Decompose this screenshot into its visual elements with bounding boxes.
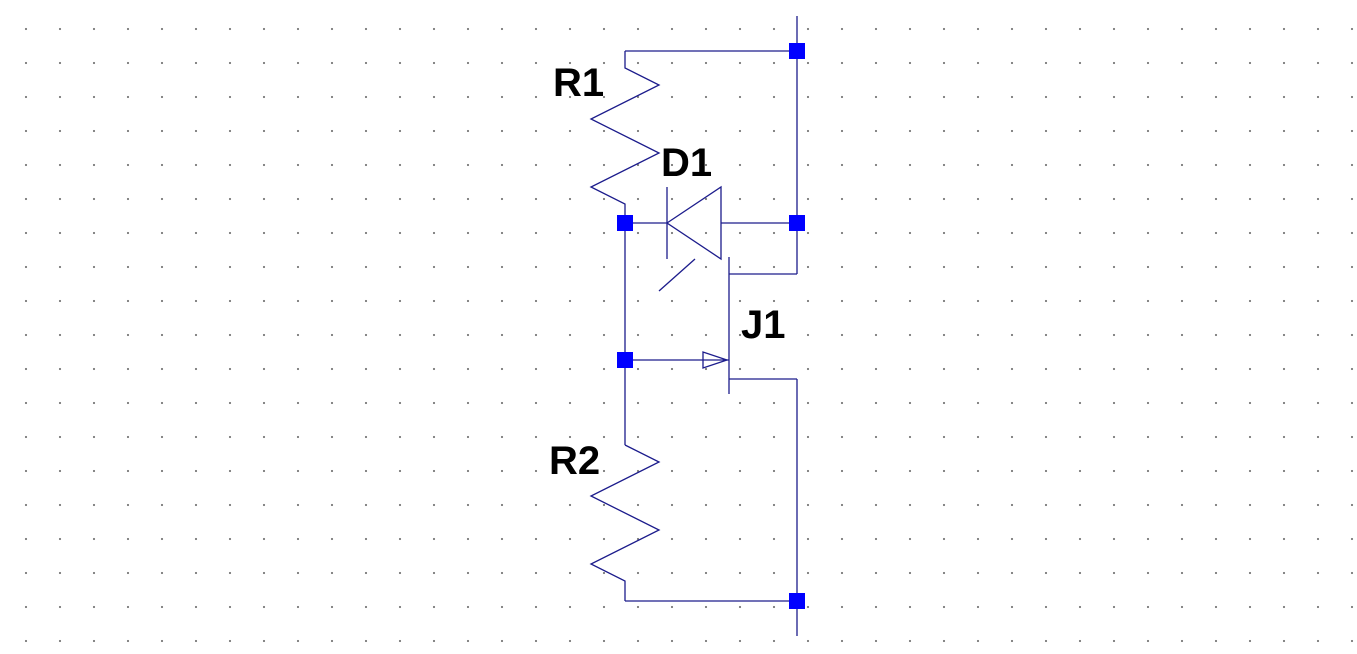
resistor-r1[interactable]: [589, 51, 661, 223]
node-top-right[interactable]: [789, 43, 805, 59]
jfet-j1[interactable]: [625, 257, 797, 394]
node-gate[interactable]: [617, 352, 633, 368]
jfet-j1-gate-arrow: [702, 351, 730, 369]
diode-d1-triangle: [665, 185, 722, 261]
label-r1[interactable]: R1: [553, 61, 604, 105]
diode-d1[interactable]: [658, 185, 722, 292]
node-bottom-right[interactable]: [789, 593, 805, 609]
resistor-r2[interactable]: [589, 444, 661, 601]
node-r1-bottom[interactable]: [617, 215, 633, 231]
node-d1-right[interactable]: [789, 215, 805, 231]
label-j1[interactable]: J1: [741, 303, 786, 347]
label-d1[interactable]: D1: [661, 141, 712, 185]
label-r2[interactable]: R2: [549, 439, 600, 483]
diode-d1-arrow-mark: [658, 258, 696, 292]
